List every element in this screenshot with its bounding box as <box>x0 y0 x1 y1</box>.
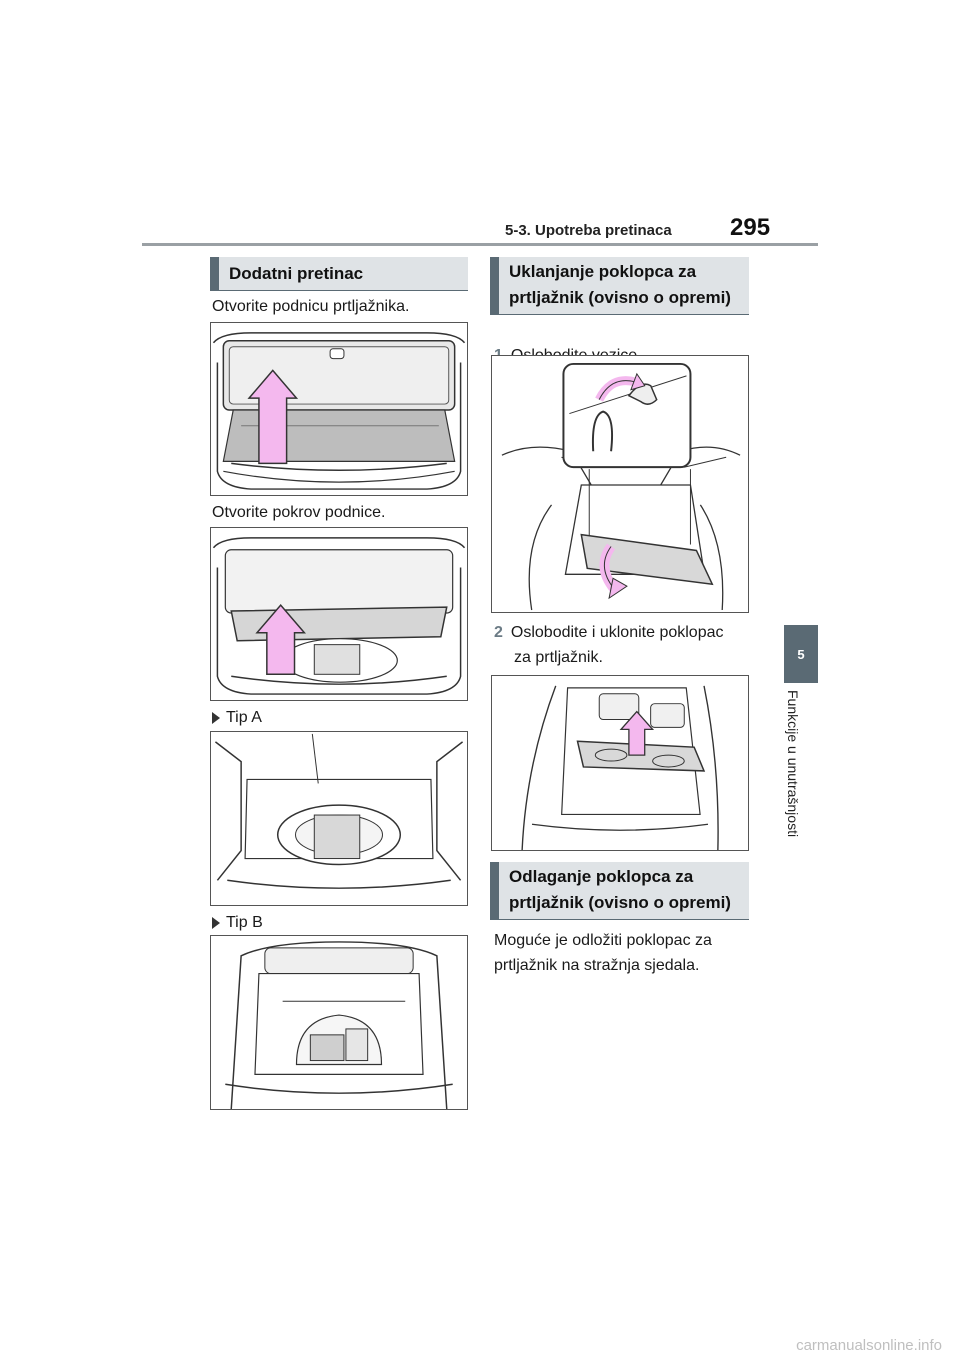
figure-open-floor <box>210 322 468 496</box>
step-open-cover: Otvorite pokrov podnice. <box>212 504 386 521</box>
watermark: carmanualsonline.info <box>796 1337 942 1354</box>
tip-b-label: Tip B <box>212 910 263 935</box>
figure-tip-a <box>210 731 468 906</box>
chapter-tab[interactable]: 5 <box>784 625 818 683</box>
tonneau-remove-illustration <box>521 685 719 850</box>
section-heading-remove-cover: Uklanjanje poklopca za prtljažnik (ovisn… <box>490 257 749 315</box>
step-open-floor: Otvorite podnicu prtljažnika. <box>212 298 410 315</box>
store-cover-description: Moguće je odložiti poklopac za prtljažni… <box>494 932 712 974</box>
page-number: 295 <box>730 214 771 241</box>
section-heading-extra-storage: Dodatni pretinac <box>210 257 468 291</box>
figure-tip-b <box>210 935 468 1110</box>
triangle-bullet-icon <box>212 711 220 724</box>
triangle-bullet-icon <box>212 916 220 929</box>
trunk-cover-lift-illustration <box>212 537 466 695</box>
figure-release-straps <box>491 355 749 613</box>
trunk-floor-lift-illustration <box>212 332 466 490</box>
tonneau-straps-illustration <box>501 362 741 611</box>
figure-open-cover <box>210 527 468 701</box>
header-rule <box>142 243 818 246</box>
chapter-header: 5-3. Upotreba pretinaca <box>505 222 672 239</box>
section-heading-store-cover: Odlaganje poklopca za prtljažnik (ovisno… <box>490 862 749 920</box>
figure-remove-cover <box>491 675 749 851</box>
spare-compartment-tip-a-illustration <box>214 733 464 889</box>
spare-compartment-tip-b-illustration <box>225 941 453 1109</box>
chapter-tab-label: Funkcije u unutrašnjosti <box>785 690 801 838</box>
tip-a-label: Tip A <box>212 705 262 730</box>
